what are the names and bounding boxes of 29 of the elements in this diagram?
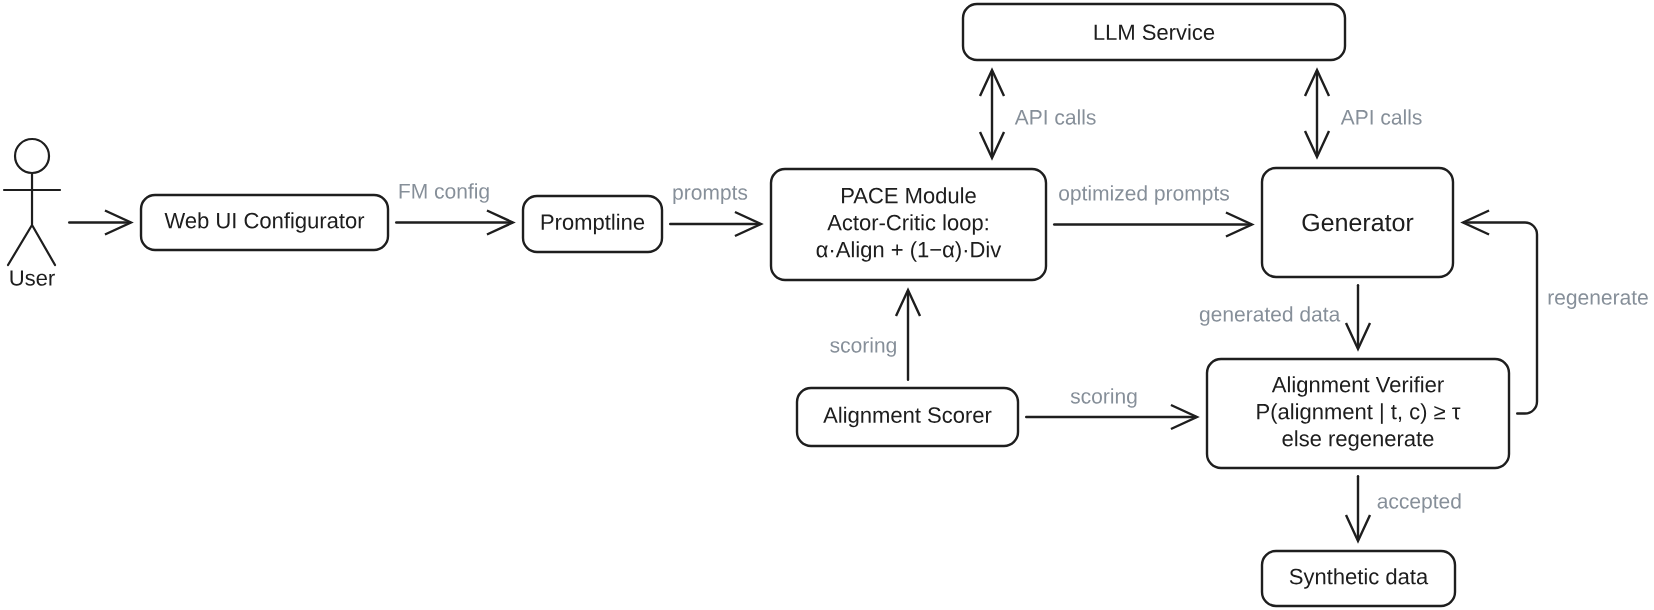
- arrow: [1344, 284, 1372, 352]
- process-box: LLM Service: [961, 2, 1347, 62]
- arrow: [978, 67, 1006, 161]
- arrow: [669, 210, 764, 238]
- edge-label: optimized prompts: [1056, 183, 1232, 207]
- process-box: Promptline: [521, 194, 664, 254]
- process-box: Alignment Verifier P(alignment | t, c) ≥ τ else regenerate: [1205, 357, 1511, 470]
- arrow: [1025, 403, 1200, 431]
- edge-label: prompts: [670, 184, 750, 206]
- edge-label: generated data: [1197, 304, 1342, 328]
- arrow: [894, 287, 922, 381]
- process-box: Alignment Scorer: [795, 386, 1020, 448]
- edge-label: API calls: [1013, 107, 1098, 127]
- edge-label: regenerate: [1545, 289, 1651, 311]
- arrow: [1303, 67, 1331, 160]
- edge-label: scoring: [828, 335, 899, 359]
- process-box: Web UI Configurator: [139, 193, 390, 252]
- edge-label: FM config: [396, 181, 492, 205]
- process-box: PACE Module Actor-Critic loop: α·Align + (1−α)·Div: [769, 167, 1048, 282]
- edge-label: API calls: [1339, 107, 1424, 127]
- arrow: [1344, 475, 1372, 544]
- edge-label: scoring: [1068, 386, 1140, 410]
- arrow: [395, 209, 516, 236]
- edge-label: accepted: [1375, 491, 1464, 515]
- process-box: Generator: [1260, 166, 1455, 279]
- arrow: [68, 209, 134, 236]
- process-box: Synthetic data: [1260, 549, 1457, 608]
- arrow: [1053, 211, 1255, 238]
- actor-label: User: [10, 270, 55, 286]
